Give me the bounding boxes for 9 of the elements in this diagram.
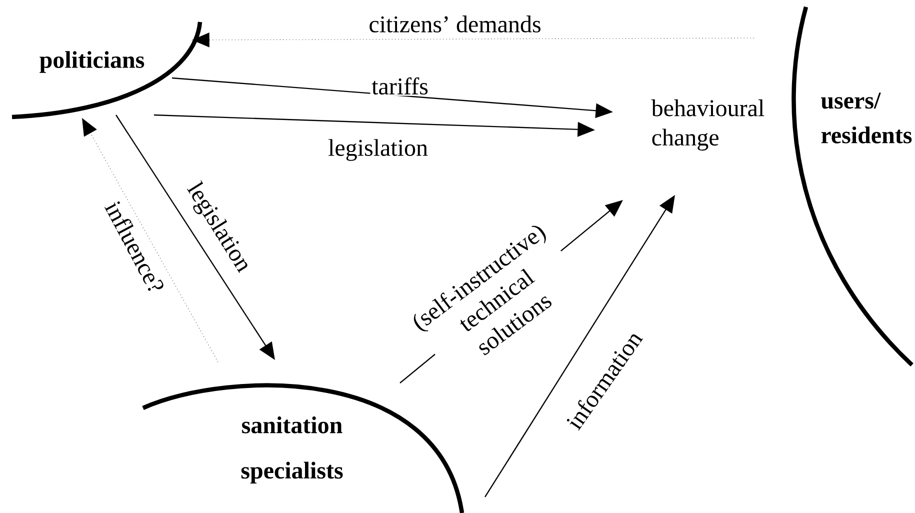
actor-node: users/ residents [792, 6, 914, 366]
edge-label: legislation [326, 138, 430, 162]
arrow [82, 118, 218, 362]
edge-label: tariffs [370, 76, 430, 96]
arrow [192, 32, 754, 48]
outcome-text: behavioural change [651, 99, 764, 151]
edge-label: citizens’ demands [367, 14, 543, 34]
actor-node: politicians [12, 22, 202, 120]
actor-node: sanitation specialists [142, 383, 464, 513]
